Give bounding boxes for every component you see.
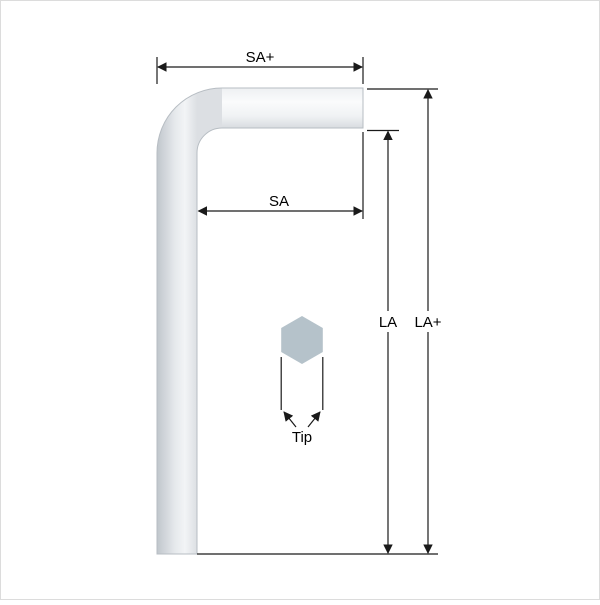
label-la: LA (379, 314, 397, 331)
label-sa: SA (269, 193, 289, 210)
dimension-labels: SA+ SA LA LA+ Tip (246, 49, 442, 446)
hex-key-silhouette (157, 88, 363, 554)
hex-key-short-arm-shading (222, 88, 363, 128)
label-sa-plus: SA+ (246, 49, 275, 66)
tip-arrow-left (283, 411, 297, 428)
hex-key-edge-outline (156, 87, 364, 555)
hex-tip-cross-section (281, 316, 323, 364)
la-plus-label-box (409, 311, 447, 332)
label-la-plus: LA+ (414, 314, 441, 331)
la-label-box (373, 311, 403, 332)
label-tip: Tip (292, 429, 312, 446)
tip-arrow-right (307, 411, 321, 428)
label-backgrounds (373, 311, 447, 332)
hex-key-body (156, 87, 364, 555)
dimension-lines (156, 57, 438, 555)
